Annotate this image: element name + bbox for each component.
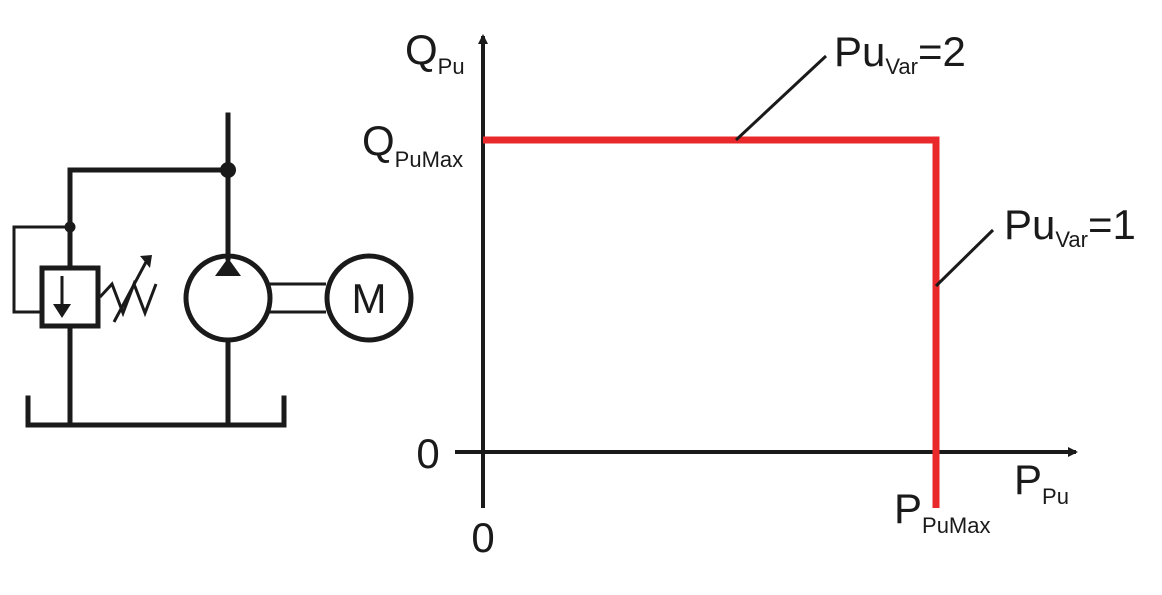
callout-2-leader	[734, 54, 828, 142]
y-axis-label: QPu	[405, 26, 465, 79]
pump-curve	[483, 136, 940, 508]
callout-puvar-2: PuVar=2	[834, 28, 966, 79]
tank-icon	[25, 395, 287, 428]
hydraulic-schematic: M	[12, 112, 414, 428]
spring-adjustable-icon	[98, 255, 158, 323]
pump-icon	[183, 253, 273, 343]
shaft-coupling	[268, 282, 326, 314]
junction-dot-top	[220, 162, 236, 178]
y-zero-label: 0	[416, 430, 439, 477]
callout-1-leader	[934, 228, 995, 288]
motor-label: M	[352, 275, 387, 322]
pilot-line	[12, 225, 70, 314]
p-max-label: PPuMax	[894, 485, 991, 538]
relief-branch-line	[67, 167, 231, 271]
relief-valve-icon	[39, 265, 101, 329]
callout-puvar-1: PuVar=1	[1004, 201, 1136, 252]
motor-icon: M	[324, 253, 414, 343]
x-zero-label: 0	[471, 514, 494, 561]
x-axis-label: PPu	[1014, 456, 1069, 509]
characteristic-graph: QPu PPu QPuMax PPuMax 0 0 PuVar=2 PuVar=…	[362, 26, 1136, 561]
q-max-label: QPuMax	[362, 117, 463, 172]
